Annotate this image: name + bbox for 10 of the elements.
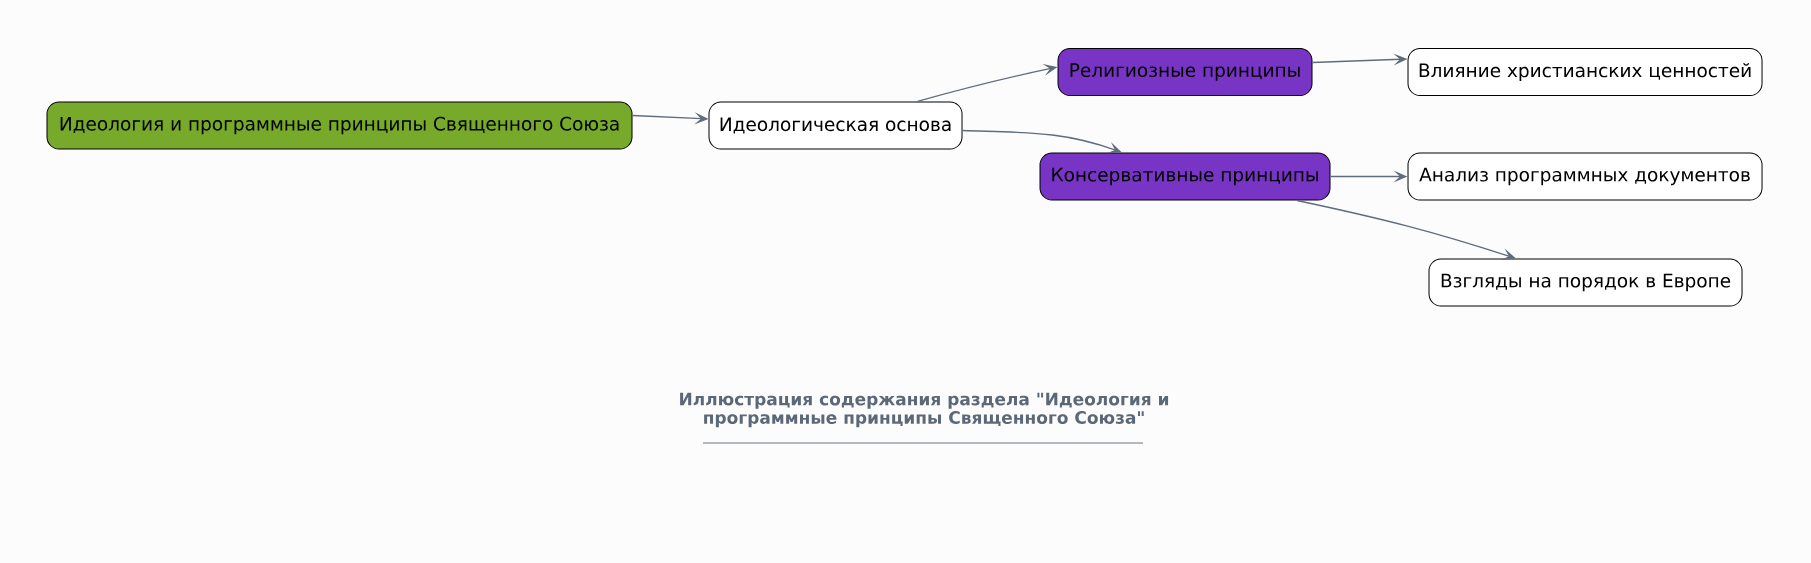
arrow xyxy=(961,129,1122,154)
arrow xyxy=(1296,199,1516,260)
topic-box: Анализ программных документов xyxy=(1407,152,1763,201)
topic-box: Религиозные принципы xyxy=(1057,48,1313,96)
topic-box: Влияние христианских ценностей xyxy=(1407,48,1763,96)
caption: Иллюстрация содержания раздела "Идеология и программные принципы Священного Союза" xyxy=(680,392,1169,428)
topic-box: Консервативные принципы xyxy=(1039,152,1331,201)
topic-box: Взгляды на порядок в Европе xyxy=(1428,258,1743,307)
topic-box: Идеологическая основа xyxy=(708,101,963,150)
topic-box: Идеология и программные принципы Священного Союза xyxy=(46,101,633,150)
